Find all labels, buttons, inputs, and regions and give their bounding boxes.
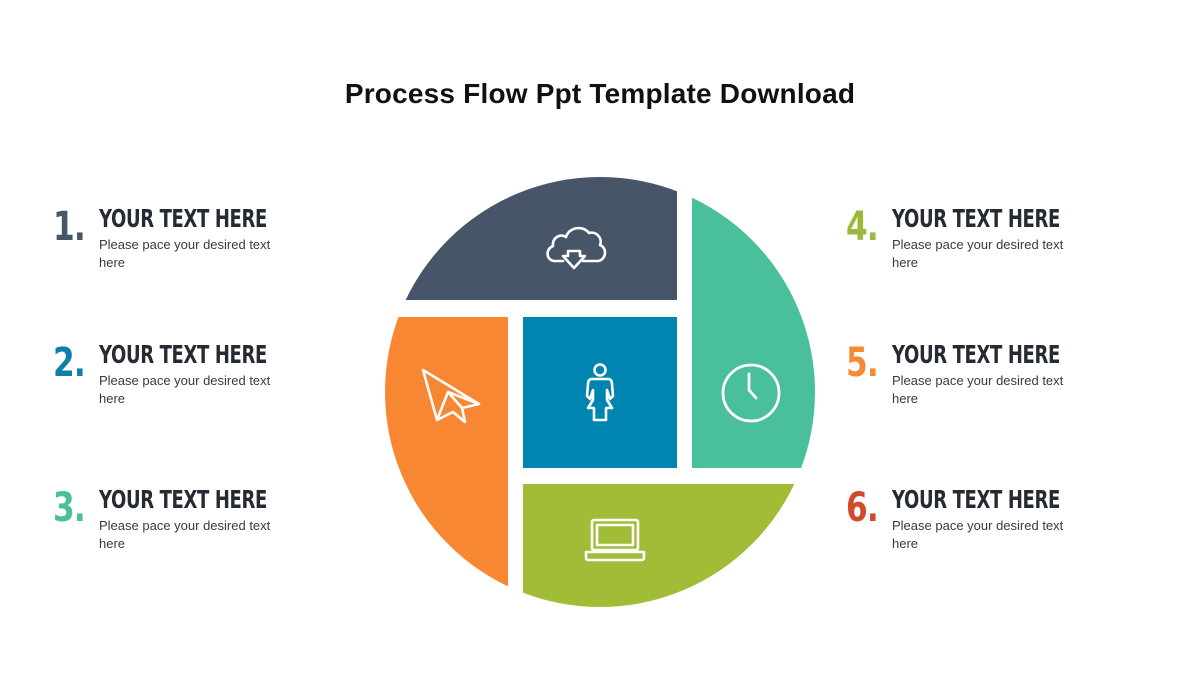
segment-left[interactable]: [380, 317, 508, 617]
segment-top[interactable]: [380, 170, 677, 300]
step-description: Please pace your desired text here: [99, 237, 271, 270]
step-description: Please pace your desired text here: [892, 518, 1064, 551]
segment-center[interactable]: [523, 317, 677, 468]
step-heading: YOUR TEXT HERE: [99, 204, 267, 233]
step-heading: YOUR TEXT HERE: [99, 485, 267, 514]
segment-right[interactable]: [692, 170, 822, 468]
step-item-2: 2. YOUR TEXT HERE Please pace your desir…: [53, 339, 313, 419]
step-item-3: 3. YOUR TEXT HERE Please pace your desir…: [53, 484, 313, 564]
step-item-4: 4. YOUR TEXT HERE Please pace your desir…: [846, 203, 1106, 283]
segment-bottom[interactable]: [523, 484, 823, 614]
paper-plane-icon: [421, 368, 481, 424]
step-number: 6.: [846, 485, 879, 531]
step-number: 5.: [846, 340, 879, 386]
clock-icon: [721, 363, 781, 423]
step-description: Please pace your desired text here: [892, 373, 1064, 406]
laptop-icon: [584, 518, 646, 562]
cloud-download-icon: [546, 226, 607, 270]
step-heading: YOUR TEXT HERE: [99, 340, 267, 369]
step-description: Please pace your desired text here: [99, 373, 271, 406]
step-heading: YOUR TEXT HERE: [892, 485, 1060, 514]
step-description: Please pace your desired text here: [99, 518, 271, 551]
step-heading: YOUR TEXT HERE: [892, 340, 1060, 369]
step-number: 3.: [53, 485, 86, 531]
step-item-6: 6. YOUR TEXT HERE Please pace your desir…: [846, 484, 1106, 564]
step-heading: YOUR TEXT HERE: [892, 204, 1060, 233]
step-number: 1.: [53, 204, 86, 250]
slide-title: Process Flow Ppt Template Download: [344, 78, 856, 109]
step-item-1: 1. YOUR TEXT HERE Please pace your desir…: [53, 203, 313, 283]
woman-user-icon: [585, 363, 615, 422]
step-item-5: 5. YOUR TEXT HERE Please pace your desir…: [846, 339, 1106, 419]
step-number: 4.: [846, 204, 879, 250]
step-number: 2.: [53, 340, 86, 386]
step-description: Please pace your desired text here: [892, 237, 1064, 270]
